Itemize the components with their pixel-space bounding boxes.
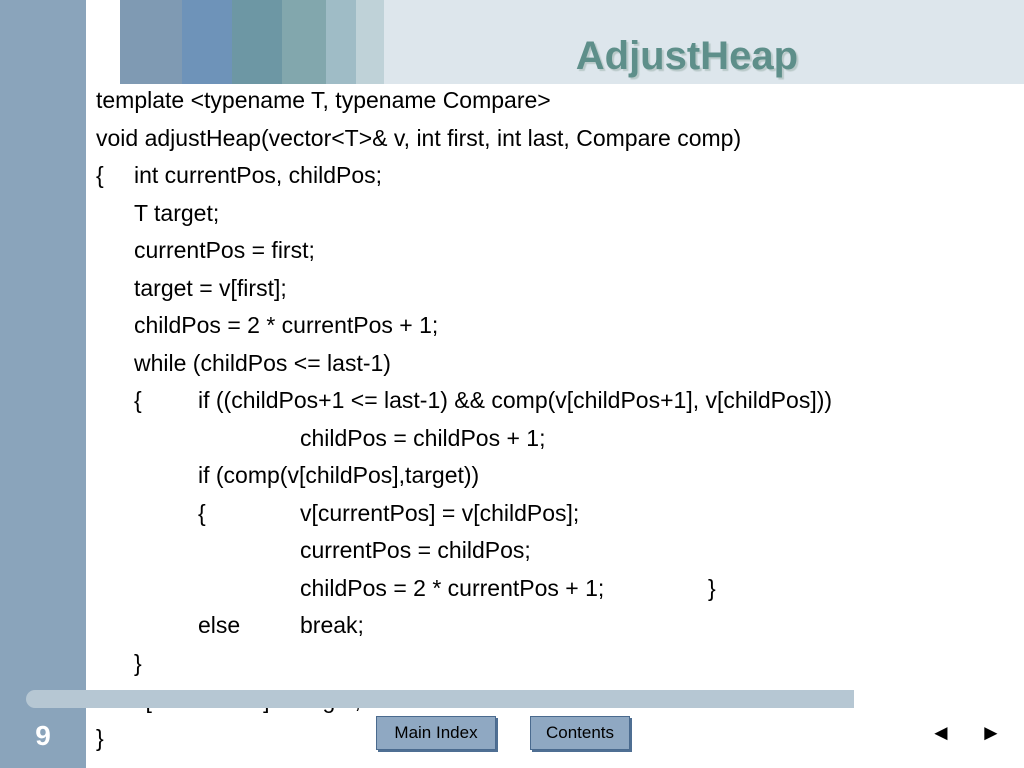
code-segment: T target; xyxy=(134,199,220,226)
bottom-decor-bar xyxy=(26,690,854,708)
code-line: { v[currentPos] = v[childPos]; xyxy=(96,495,1016,533)
code-segment: childPos = 2 * currentPos + 1; xyxy=(300,574,605,601)
code-segment: int currentPos, childPos; xyxy=(134,162,383,188)
code-segment: while (childPos <= last-1) xyxy=(134,349,391,376)
code-segment: { xyxy=(198,499,206,526)
top-decor-stripes xyxy=(86,0,1024,84)
code-line: childPos = 2 * currentPos + 1; xyxy=(96,307,1016,345)
left-decor-bar xyxy=(0,0,86,768)
code-segment: } xyxy=(96,724,104,751)
code-line: childPos = childPos + 1; xyxy=(96,420,1016,458)
code-segment: else xyxy=(198,612,241,638)
top-decor-band xyxy=(384,0,1024,84)
code-segment: childPos = childPos + 1; xyxy=(300,424,546,451)
code-segment: { xyxy=(134,387,142,413)
code-segment: if (comp(v[childPos],target)) xyxy=(198,462,480,488)
code-line: currentPos = childPos; xyxy=(96,532,1016,570)
code-segment: void adjustHeap(vector<T>& v, int first,… xyxy=(96,124,742,151)
page-number: 9 xyxy=(35,720,51,751)
code-segment: break; xyxy=(300,612,364,638)
code-segment: currentPos = first; xyxy=(134,237,315,263)
code-line: childPos = 2 * currentPos + 1;} xyxy=(96,570,1016,608)
code-segment: } xyxy=(134,649,142,676)
code-line: T target; xyxy=(96,195,1016,233)
contents-button[interactable]: Contents xyxy=(530,716,630,750)
code-line: while (childPos <= last-1) xyxy=(96,345,1016,383)
code-segment: childPos = 2 * currentPos + 1; xyxy=(134,312,439,338)
right-triangle-icon[interactable]: ► xyxy=(980,720,1002,745)
code-line: else break; xyxy=(96,607,1016,645)
code-line: { if ((childPos+1 <= last-1) && comp(v[ch… xyxy=(96,382,1016,420)
code-line: void adjustHeap(vector<T>& v, int first,… xyxy=(96,120,1016,158)
code-segment: if ((childPos+1 <= last-1) && comp(v[chi… xyxy=(198,387,833,413)
code-segment: template <typename T, typename Compare> xyxy=(96,87,551,113)
code-block: template <typename T, typename Compare> v… xyxy=(96,82,1016,757)
code-segment: { xyxy=(96,162,104,188)
main-index-button[interactable]: Main Index xyxy=(376,716,496,750)
code-segment: v[currentPos] = v[childPos]; xyxy=(300,499,580,526)
code-line: if (comp(v[childPos],target)) xyxy=(96,457,1016,495)
code-line: } xyxy=(96,645,1016,683)
code-segment: } xyxy=(708,574,716,601)
code-line: { int currentPos, childPos; xyxy=(96,157,1016,195)
code-segment: target = v[first]; xyxy=(134,274,287,301)
code-line: currentPos = first; xyxy=(96,232,1016,270)
code-line: template <typename T, typename Compare> xyxy=(96,82,1016,120)
code-line: target = v[first]; xyxy=(96,270,1016,308)
code-line: } xyxy=(96,720,1016,758)
slide-title: AdjustHeap xyxy=(575,34,798,78)
left-triangle-icon[interactable]: ◄ xyxy=(930,720,952,745)
code-segment: currentPos = childPos; xyxy=(300,537,531,563)
